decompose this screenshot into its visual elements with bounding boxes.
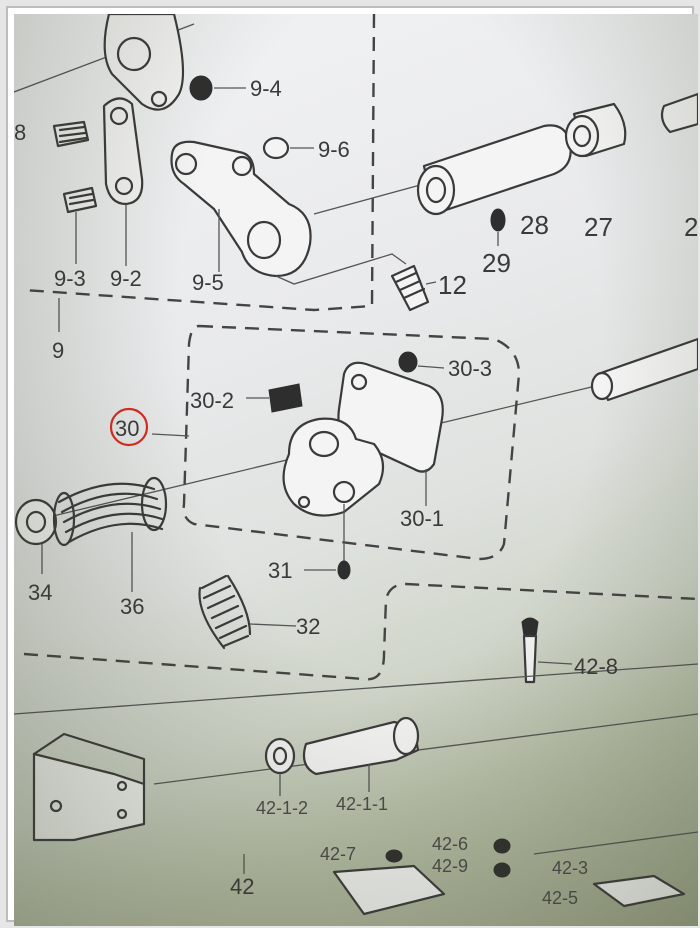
part-9-2-link bbox=[102, 97, 144, 266]
parts-diagram: 9-4 9-6 8 9-3 9-2 9-5 9 28 27 2 29 12 30… bbox=[14, 14, 698, 916]
top-bracket-hole bbox=[116, 36, 152, 72]
top-bracket-part bbox=[103, 14, 185, 111]
part-9-3-screw bbox=[62, 186, 98, 264]
group-9-boundary bbox=[23, 14, 376, 312]
label-42-7: 42-7 bbox=[320, 844, 356, 864]
label-42: 42 bbox=[230, 874, 254, 899]
part-9-4-nut bbox=[189, 75, 246, 101]
part-30-1-bracket bbox=[282, 361, 444, 517]
label-36: 36 bbox=[120, 594, 144, 619]
group-30-boundary bbox=[182, 324, 521, 561]
part-30-3-nut bbox=[398, 351, 445, 373]
part-partial-shaft bbox=[660, 92, 698, 134]
label-28: 28 bbox=[520, 210, 549, 240]
guide-line bbox=[14, 663, 698, 715]
label-42-1-1: 42-1-1 bbox=[336, 794, 388, 814]
part-42-8-screw bbox=[521, 617, 573, 684]
part-29-setscrew bbox=[490, 208, 506, 246]
label-42-6: 42-6 bbox=[432, 834, 468, 854]
part-rod-right bbox=[590, 337, 698, 402]
label-9: 9 bbox=[52, 338, 64, 363]
label-31: 31 bbox=[268, 558, 292, 583]
label-42-5: 42-5 bbox=[542, 888, 578, 908]
part-42-3 bbox=[592, 874, 686, 908]
label-8-partial: 8 bbox=[14, 120, 26, 145]
label-12: 12 bbox=[438, 270, 467, 300]
label-42-9: 42-9 bbox=[432, 856, 468, 876]
label-2-partial: 2 bbox=[684, 212, 698, 242]
part-9-6-bushing bbox=[262, 136, 314, 160]
part-42-7 bbox=[332, 849, 446, 916]
label-42-1-2: 42-1-2 bbox=[256, 798, 308, 818]
guide-line bbox=[533, 831, 698, 855]
part-9-5-crank bbox=[170, 140, 407, 285]
label-34: 34 bbox=[28, 580, 52, 605]
leader-30 bbox=[151, 433, 190, 437]
part-34-washer bbox=[14, 498, 58, 574]
part-42-6 bbox=[493, 838, 511, 854]
part-36-spring bbox=[52, 476, 168, 592]
top-bracket-hole-small bbox=[150, 90, 168, 108]
part-12-screw bbox=[390, 264, 437, 312]
label-30-1: 30-1 bbox=[400, 506, 444, 531]
guide-line bbox=[153, 713, 698, 785]
part-42-9 bbox=[493, 862, 511, 878]
label-27: 27 bbox=[584, 212, 613, 242]
label-30-2: 30-2 bbox=[190, 388, 234, 413]
label-42-3: 42-3 bbox=[552, 858, 588, 878]
part-30-2-screw bbox=[246, 383, 303, 413]
label-30: 30 bbox=[115, 416, 139, 441]
label-32: 32 bbox=[296, 614, 320, 639]
part-32-spring bbox=[198, 574, 297, 650]
label-9-6: 9-6 bbox=[318, 137, 350, 162]
label-42-8: 42-8 bbox=[574, 654, 618, 679]
label-9-5: 9-5 bbox=[192, 270, 224, 295]
part-42-1-2-washer bbox=[264, 737, 296, 796]
part-28-shaft bbox=[416, 124, 572, 216]
part-8-screw bbox=[52, 120, 90, 148]
label-9-2: 9-2 bbox=[110, 266, 142, 291]
parts-diagram-photo: 9-4 9-6 8 9-3 9-2 9-5 9 28 27 2 29 12 30… bbox=[14, 14, 698, 926]
label-29: 29 bbox=[482, 248, 511, 278]
label-9-4: 9-4 bbox=[250, 76, 282, 101]
part-42-housing bbox=[32, 732, 245, 874]
label-30-3: 30-3 bbox=[448, 356, 492, 381]
guide-line bbox=[313, 183, 425, 215]
part-42-1-1-pin bbox=[302, 716, 420, 792]
group-42-boundary bbox=[23, 582, 698, 681]
label-9-3: 9-3 bbox=[54, 266, 86, 291]
part-27-collar bbox=[564, 102, 627, 158]
highlight-circle-30 bbox=[109, 407, 149, 447]
part-31-setscrew bbox=[304, 504, 351, 580]
